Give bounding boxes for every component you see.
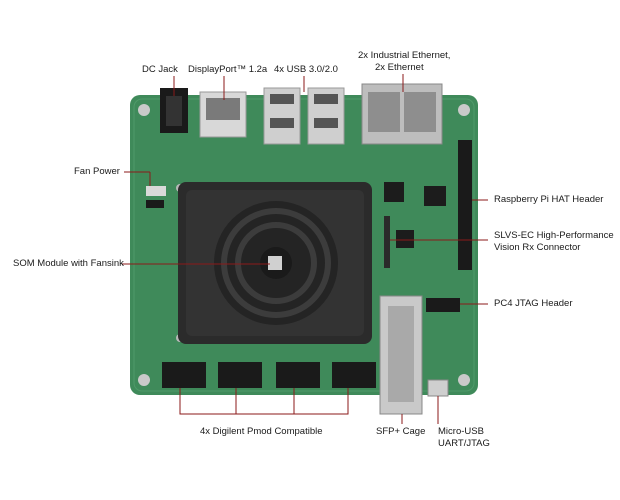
pmod-header-3 <box>276 362 320 388</box>
label-usb: 4x USB 3.0/2.0 <box>274 64 338 75</box>
amd-logo-icon <box>268 256 282 270</box>
chip <box>424 186 446 206</box>
label-ethernet-line1: 2x Industrial Ethernet, <box>358 50 451 61</box>
slvs-ec-connector <box>384 216 390 268</box>
mounting-hole <box>138 104 150 116</box>
label-micro-usb-line1: Micro-USB <box>438 426 484 437</box>
jtag-header <box>426 298 460 312</box>
label-micro-usb-line2: UART/JTAG <box>438 438 490 449</box>
label-raspberry-pi: Raspberry Pi HAT Header <box>494 194 604 205</box>
leader-lines <box>122 74 488 424</box>
micro-usb-connector <box>427 379 449 397</box>
label-sfp: SFP+ Cage <box>376 426 426 437</box>
label-ethernet-line2: 2x Ethernet <box>375 62 424 73</box>
label-som-module: SOM Module with Fansink <box>13 258 124 269</box>
chip <box>384 182 404 202</box>
label-fan-power: Fan Power <box>74 166 120 177</box>
label-slvs-line1: SLVS-EC High-Performance <box>494 230 614 241</box>
fan-power-connector <box>146 186 166 196</box>
pmod-header-2 <box>218 362 262 388</box>
label-displayport: DisplayPort™ 1.2a <box>188 64 268 75</box>
mounting-hole <box>458 104 470 116</box>
label-pc4-jtag: PC4 JTAG Header <box>494 298 573 309</box>
label-slvs-line2: Vision Rx Connector <box>494 242 581 253</box>
label-dc-jack: DC Jack <box>142 64 178 75</box>
pmod-header-4 <box>332 362 376 388</box>
raspberry-pi-header <box>458 140 472 270</box>
mounting-hole <box>458 374 470 386</box>
label-pmod: 4x Digilent Pmod Compatible <box>200 426 323 437</box>
pmod-header-1 <box>162 362 206 388</box>
mounting-hole <box>138 374 150 386</box>
